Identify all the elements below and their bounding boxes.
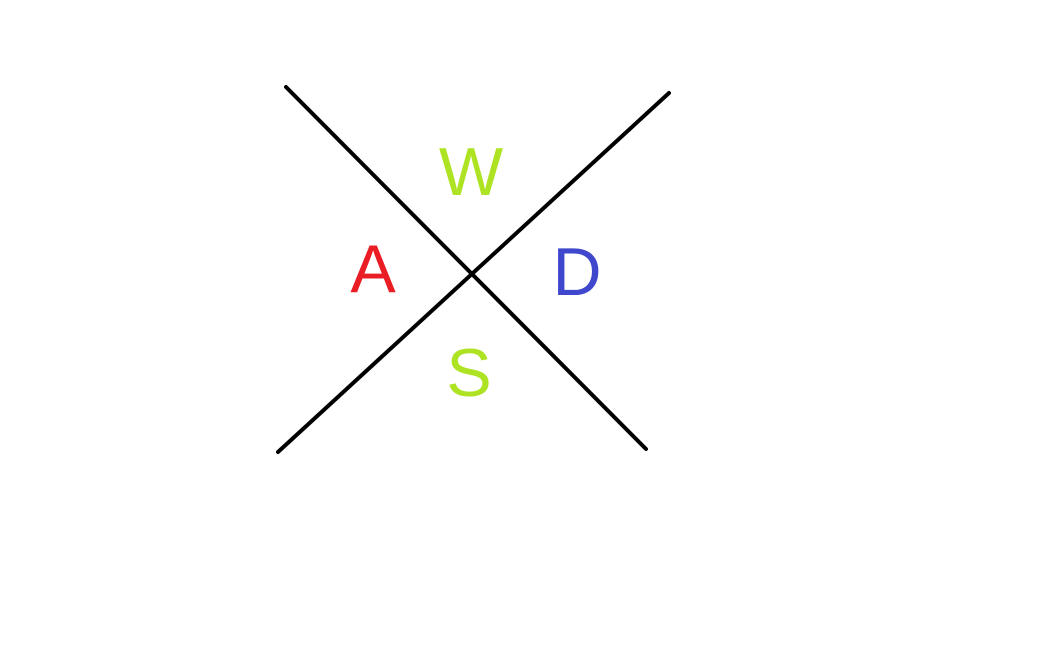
label-down: S [446, 335, 491, 411]
label-up: W [439, 134, 503, 210]
diagonal-line-down-right [284, 85, 648, 451]
diagonal-line-up-right [276, 91, 671, 454]
label-right: D [552, 234, 601, 310]
label-left: A [350, 231, 396, 307]
